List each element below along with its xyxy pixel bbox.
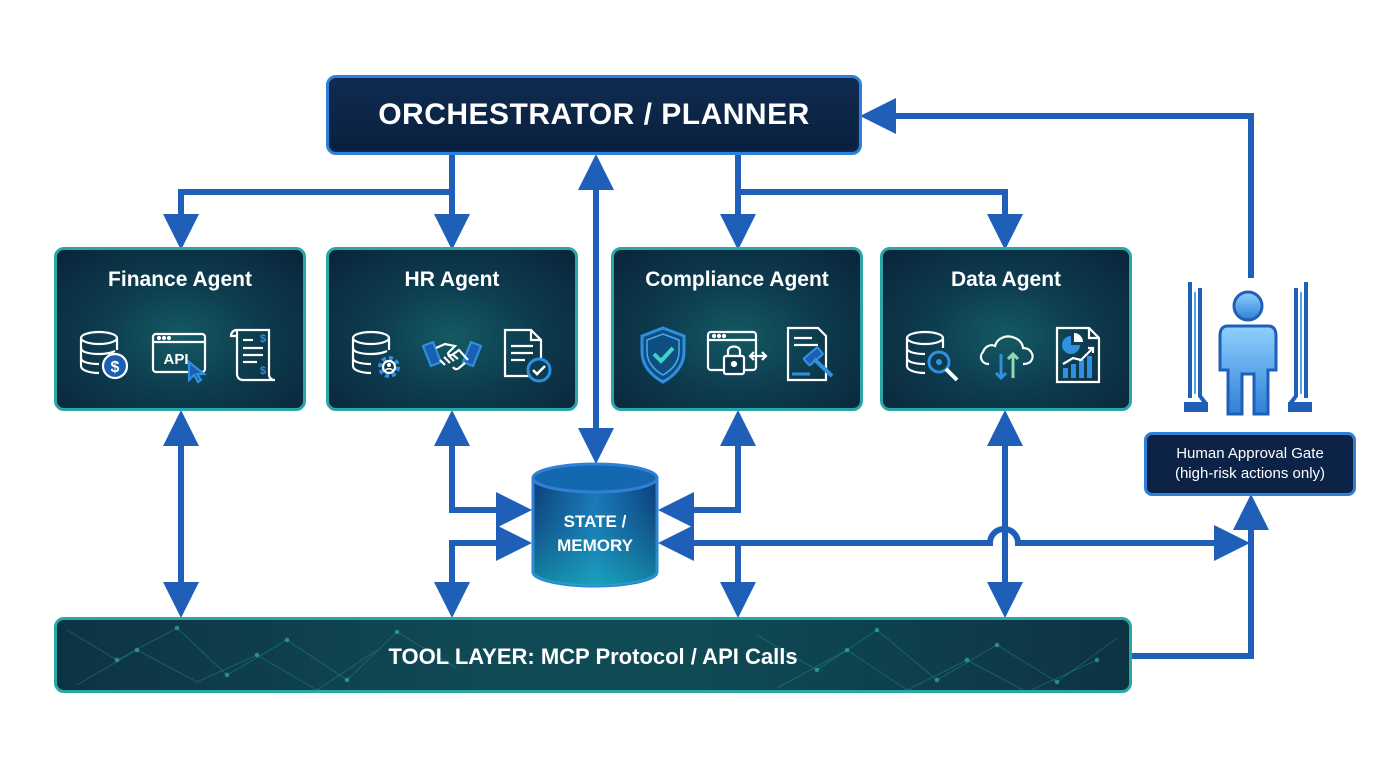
human-approval-gate-box: Human Approval Gate (high-risk actions o… [1144,432,1356,496]
state-memory-line2: MEMORY [557,536,633,555]
database-dollar-icon: $ [79,330,129,380]
arrow-compliance-memory [658,410,756,528]
state-memory-line1: STATE / [563,512,627,531]
network-pattern [66,625,1118,690]
report-chart-icon [1055,326,1101,384]
orchestrator-label: ORCHESTRATOR / PLANNER [378,98,810,131]
arrow-memory-gate [658,525,1250,561]
compliance-agent-title: Compliance Agent [645,268,829,291]
orchestrator-box: ORCHESTRATOR / PLANNER [326,75,862,155]
state-memory-cylinder [531,462,659,588]
arrow-hr-memory [434,410,532,528]
state-memory-label: STATE / MEMORY [530,510,660,558]
svg-text:$: $ [111,359,120,376]
window-lock-icon [706,330,768,376]
legal-gavel-icon [786,326,834,382]
arrow-orch-finance [163,155,455,250]
arrow-gate-orch [860,98,1254,278]
svg-text:$: $ [260,365,266,377]
data-agent-card: Data Agent [880,247,1132,411]
cloud-sync-icon [979,335,1034,381]
arrow-tool-gate [1132,494,1269,659]
approval-gate-line2: (high-risk actions only) [1174,465,1326,482]
tool-layer-bar: TOOL LAYER: MCP Protocol / API Calls [54,617,1132,693]
arrow-orch-data [738,189,1023,250]
database-gear-icon [351,330,400,378]
finance-agent-card: Finance Agent $ API $ $ [54,247,306,411]
document-check-icon [503,328,552,383]
svg-text:$: $ [260,333,266,345]
data-agent-title: Data Agent [950,268,1062,291]
shield-check-icon [640,326,686,384]
database-search-icon [905,330,959,382]
compliance-agent-card: Compliance Agent [611,247,863,411]
svg-text:API: API [163,351,188,368]
person-gate-icon [1184,282,1312,416]
handshake-icon [421,340,483,371]
arrow-memory-tool-left [434,525,532,618]
approval-gate-line1: Human Approval Gate [1176,445,1324,462]
invoice-scroll-icon: $ $ [229,328,276,382]
hr-agent-title: HR Agent [404,268,500,291]
finance-agent-title: Finance Agent [108,268,252,291]
tool-layer-label: TOOL LAYER: MCP Protocol / API Calls [388,644,798,669]
hr-agent-card: HR Agent [326,247,578,411]
api-cursor-icon: API [151,332,208,384]
